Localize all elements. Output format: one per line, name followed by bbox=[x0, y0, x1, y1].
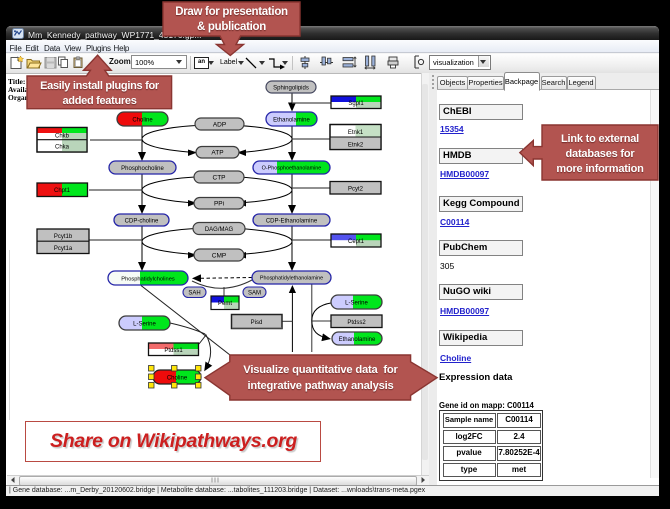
svg-text:Phosphatidylethanolamine: Phosphatidylethanolamine bbox=[260, 276, 323, 282]
svg-text:ATP: ATP bbox=[211, 150, 223, 157]
svg-text:Phosphatidylcholines: Phosphatidylcholines bbox=[121, 277, 175, 283]
svg-text:Ptdss2: Ptdss2 bbox=[347, 320, 366, 326]
svg-text:Ethanolamine: Ethanolamine bbox=[273, 118, 310, 124]
svg-text:Chpt1: Chpt1 bbox=[54, 188, 71, 194]
svg-text:SAM: SAM bbox=[248, 291, 261, 297]
svg-text:PPi: PPi bbox=[214, 201, 224, 208]
svg-text:Pcyt1a: Pcyt1a bbox=[54, 246, 73, 252]
svg-text:Pcyt1b: Pcyt1b bbox=[54, 234, 73, 240]
svg-text:CDP-Ethanolamine: CDP-Ethanolamine bbox=[266, 218, 318, 224]
svg-text:Sgpl1: Sgpl1 bbox=[348, 101, 364, 107]
svg-text:Etnk1: Etnk1 bbox=[348, 130, 364, 136]
svg-text:ADP: ADP bbox=[213, 121, 226, 128]
svg-text:L-Serine: L-Serine bbox=[345, 301, 368, 307]
svg-text:Choline: Choline bbox=[132, 118, 153, 124]
svg-text:Ptdss1: Ptdss1 bbox=[164, 348, 183, 354]
svg-text:CMP: CMP bbox=[212, 252, 226, 259]
svg-text:O-Phosphoethanolamine: O-Phosphoethanolamine bbox=[262, 166, 322, 172]
svg-text:Etnk2: Etnk2 bbox=[348, 143, 364, 149]
svg-text:Chkb: Chkb bbox=[55, 134, 70, 140]
svg-text:Pcyt2: Pcyt2 bbox=[348, 186, 364, 192]
svg-text:Pisd: Pisd bbox=[251, 320, 263, 326]
svg-text:Phosphocholine: Phosphocholine bbox=[121, 166, 164, 172]
svg-text:Cept1: Cept1 bbox=[348, 239, 365, 245]
svg-text:Ethanolamine: Ethanolamine bbox=[339, 337, 376, 343]
svg-text:CTP: CTP bbox=[213, 174, 226, 181]
svg-text:Pemt: Pemt bbox=[218, 301, 232, 307]
svg-text:Chka: Chka bbox=[55, 145, 70, 151]
svg-text:CDP-choline: CDP-choline bbox=[125, 218, 159, 224]
svg-text:L-Serine: L-Serine bbox=[133, 322, 156, 328]
svg-text:DAG/MAG: DAG/MAG bbox=[205, 227, 234, 233]
svg-text:Availab: Availab bbox=[8, 85, 32, 94]
svg-text:SAH: SAH bbox=[188, 291, 200, 297]
svg-text:Choline: Choline bbox=[167, 376, 188, 382]
svg-text:Title:: Title: bbox=[8, 77, 25, 86]
svg-text:Sphingolipids: Sphingolipids bbox=[273, 85, 309, 91]
svg-text:Organis: Organis bbox=[8, 93, 34, 102]
